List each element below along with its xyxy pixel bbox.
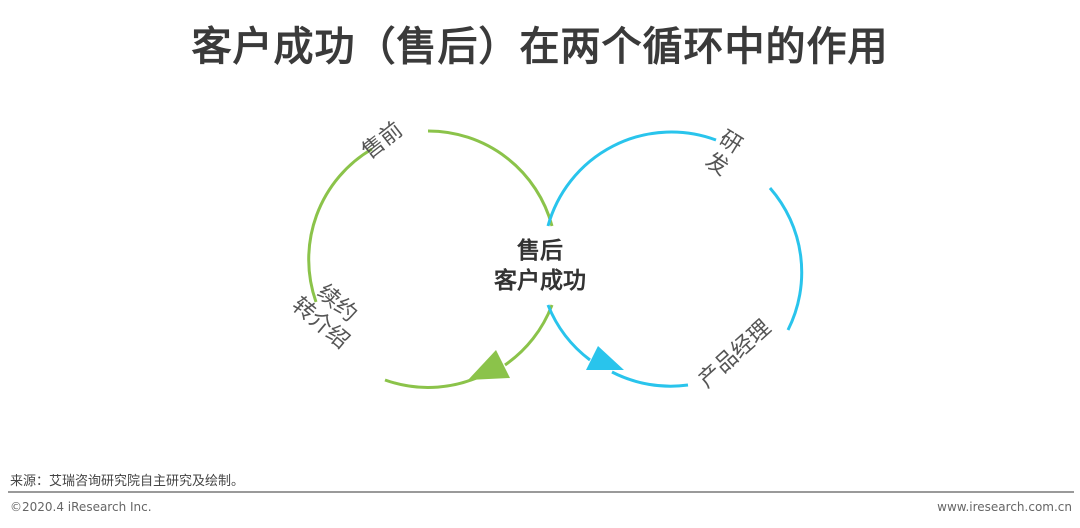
right-loop-arc-right <box>768 187 804 331</box>
center-label-line2: 客户成功 <box>494 268 586 294</box>
right-loop-arc-bottom <box>611 370 689 388</box>
right-loop-arrow-icon <box>586 346 624 370</box>
right-loop-arc-inner <box>546 304 591 362</box>
left-loop-arc-left <box>307 147 373 303</box>
footer-copyright: ©2020.4 iResearch Inc. <box>10 500 152 514</box>
left-loop-arc-inner <box>504 304 554 367</box>
center-label: 售后 客户成功 <box>440 236 640 296</box>
footer-website: www.iresearch.com.cn <box>937 500 1072 514</box>
left-loop-arrow-icon <box>468 350 510 380</box>
center-label-line1: 售后 <box>517 238 563 264</box>
right-loop-arc-top <box>546 130 717 227</box>
page-title: 客户成功（售后）在两个循环中的作用 <box>191 24 889 70</box>
footer-divider <box>8 491 1074 493</box>
left-loop-arc-top <box>427 129 554 227</box>
source-note: 来源：艾瑞咨询研究院自主研究及绘制。 <box>10 474 245 489</box>
